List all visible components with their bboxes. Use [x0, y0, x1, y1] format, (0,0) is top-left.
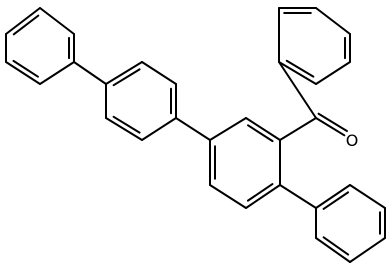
single-bond-line [349, 237, 386, 263]
double-bond-inner-line [112, 68, 141, 87]
double-bond-line [105, 61, 143, 85]
single-bond-line [279, 117, 317, 141]
double-bond-line [278, 61, 317, 85]
double-bond-line [315, 117, 346, 137]
double-bond-inner-line [322, 191, 350, 210]
single-bond-line [315, 7, 351, 35]
single-bond-line [279, 184, 317, 209]
oxygen-atom-label: O [346, 131, 359, 150]
double-bond-line [245, 117, 281, 141]
single-bond-line [349, 184, 386, 209]
single-bond-line [209, 184, 247, 209]
double-bond-inner-line [112, 115, 141, 134]
double-bond-line [315, 237, 351, 263]
single-bond-line [39, 7, 75, 35]
double-bond-inner-line [12, 14, 40, 36]
double-bond-inner-line [246, 183, 274, 202]
single-bond-line [141, 61, 177, 85]
single-bond-line [209, 117, 247, 141]
single-bond-line [175, 117, 211, 141]
single-bond-line [39, 61, 75, 85]
double-bond-line [315, 184, 351, 209]
double-bond-line [245, 184, 281, 209]
double-bond-inner-line [247, 124, 274, 143]
double-bond-inner-line [317, 112, 348, 133]
double-bond-inner-line [322, 236, 350, 256]
double-bond-line [5, 7, 41, 35]
single-bond-line [141, 117, 177, 141]
double-bond-line [105, 117, 143, 141]
double-bond-inner-line [285, 59, 315, 78]
single-bond-line [73, 61, 107, 85]
single-bond-line [278, 61, 317, 119]
atom-label-layer: O [346, 131, 359, 150]
single-bond-line [315, 61, 351, 85]
bond-layer [5, 7, 386, 263]
double-bond-line [5, 61, 41, 85]
double-bond-inner-line [12, 59, 39, 78]
